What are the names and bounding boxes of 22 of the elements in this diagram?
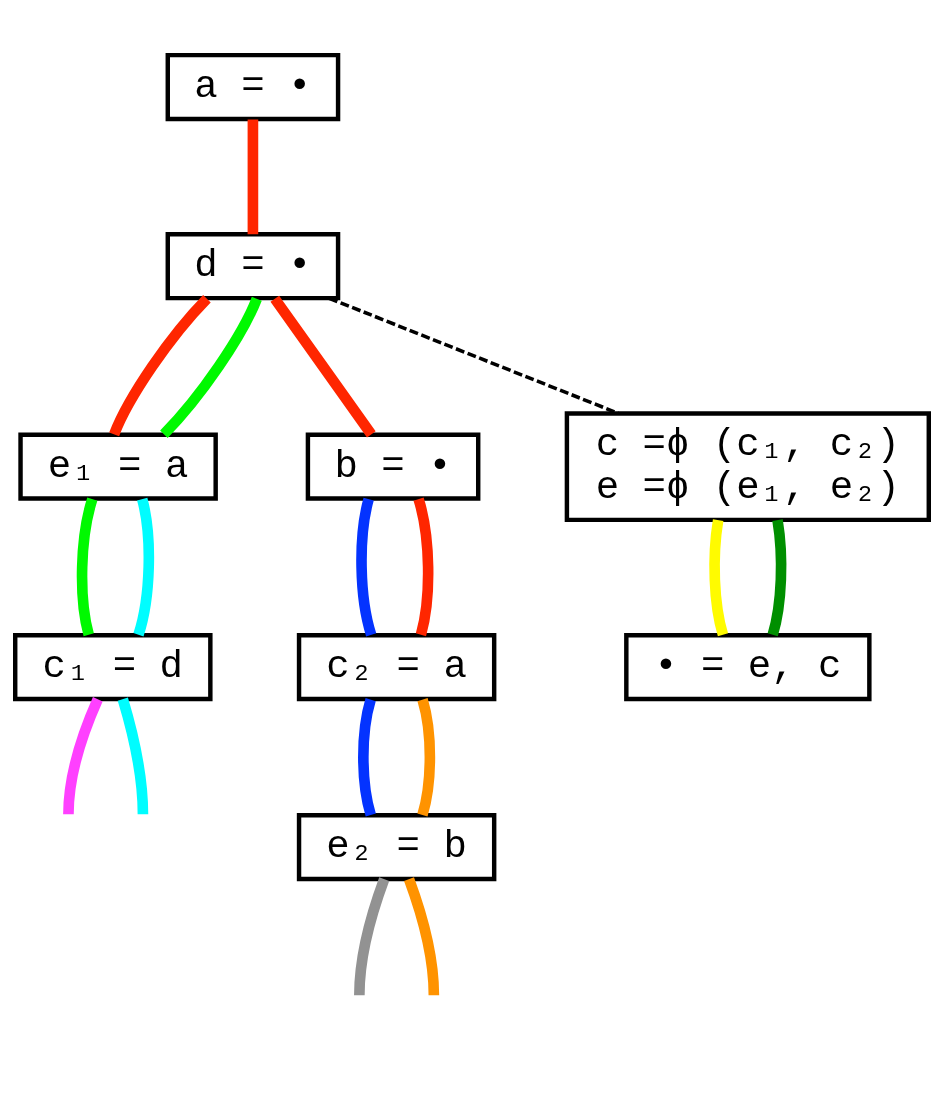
connector (109, 295, 211, 437)
connector (767, 519, 787, 637)
node-box: • = e, c (624, 632, 872, 702)
node-box: b = • (305, 432, 481, 501)
connector (356, 497, 377, 637)
connector (270, 295, 376, 438)
connector (160, 296, 262, 438)
connector (247, 119, 259, 235)
node-box: d = • (165, 232, 341, 301)
connector (328, 296, 620, 416)
node-box: a = • (165, 52, 341, 122)
node-box: c =ϕ (c₁, c₂) e =ϕ (e₁, e₂) (564, 411, 931, 523)
node-box: c₂ = a (296, 632, 497, 702)
connector (413, 497, 434, 637)
connector (709, 519, 729, 637)
connector (76, 497, 98, 636)
node-box: c₁ = d (13, 632, 213, 702)
connector (358, 698, 376, 817)
node-box: e₂ = b (296, 813, 497, 882)
node-box: e₁ = a (18, 432, 218, 501)
connector (417, 698, 436, 817)
connector (133, 497, 155, 637)
